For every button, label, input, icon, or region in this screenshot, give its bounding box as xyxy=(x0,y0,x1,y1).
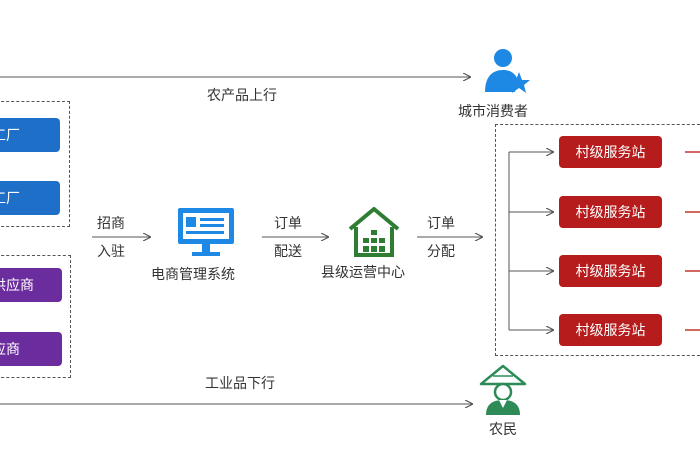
ecommerce-label: 电商管理系统 xyxy=(151,267,235,283)
join-label-line1: 招商 xyxy=(97,216,125,232)
station-box: 村级服务站 xyxy=(559,136,662,168)
supplier-label: 应商 xyxy=(0,342,20,358)
top-flow-label: 农产品上行 xyxy=(207,88,277,104)
supplier-box: 供应商 xyxy=(0,268,62,302)
factory-label: 工厂 xyxy=(0,128,20,144)
factory-box: 工厂 xyxy=(0,181,60,215)
bottom-flow-label: 工业品下行 xyxy=(205,376,275,392)
station-box: 村级服务站 xyxy=(559,314,662,346)
supplier-group xyxy=(0,255,71,378)
farmer-hat-icon xyxy=(479,364,527,415)
supplier-box: 应商 xyxy=(0,332,62,366)
station-label: 村级服务站 xyxy=(575,205,646,221)
station-label: 村级服务站 xyxy=(575,323,646,339)
station-label: 村级服务站 xyxy=(575,145,646,161)
county-center-label: 县级运营中心 xyxy=(321,265,405,281)
station-group xyxy=(495,124,700,356)
consumer-label: 城市消费者 xyxy=(458,104,528,120)
order-distribute-line2: 分配 xyxy=(427,244,455,260)
factory-group xyxy=(0,101,70,227)
order-deliver-line1: 订单 xyxy=(274,216,302,232)
join-label-line2: 入驻 xyxy=(97,244,125,260)
order-deliver-line2: 配送 xyxy=(274,244,302,260)
warehouse-icon xyxy=(348,207,400,257)
station-box: 村级服务站 xyxy=(559,255,662,287)
person-star-icon xyxy=(485,49,530,93)
monitor-icon xyxy=(178,208,234,256)
station-label: 村级服务站 xyxy=(575,264,646,280)
order-distribute-line1: 订单 xyxy=(427,216,455,232)
factory-box: 工厂 xyxy=(0,118,60,152)
station-box: 村级服务站 xyxy=(559,196,662,228)
supplier-label: 供应商 xyxy=(0,278,34,294)
factory-label: 工厂 xyxy=(0,191,20,207)
farmer-label: 农民 xyxy=(489,422,517,438)
